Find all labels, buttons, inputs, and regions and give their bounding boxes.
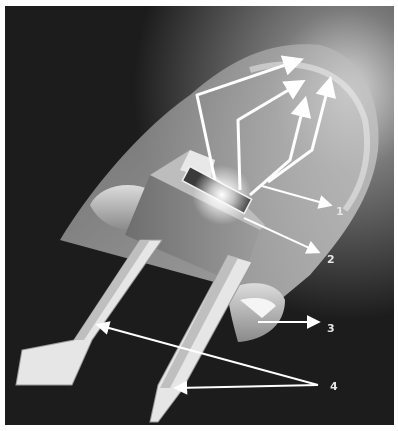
- callout-label-2: 2: [327, 253, 335, 266]
- callout-label-1: 1: [336, 205, 344, 218]
- callout-label-4: 4: [330, 380, 338, 393]
- callout-label-3: 3: [327, 322, 335, 335]
